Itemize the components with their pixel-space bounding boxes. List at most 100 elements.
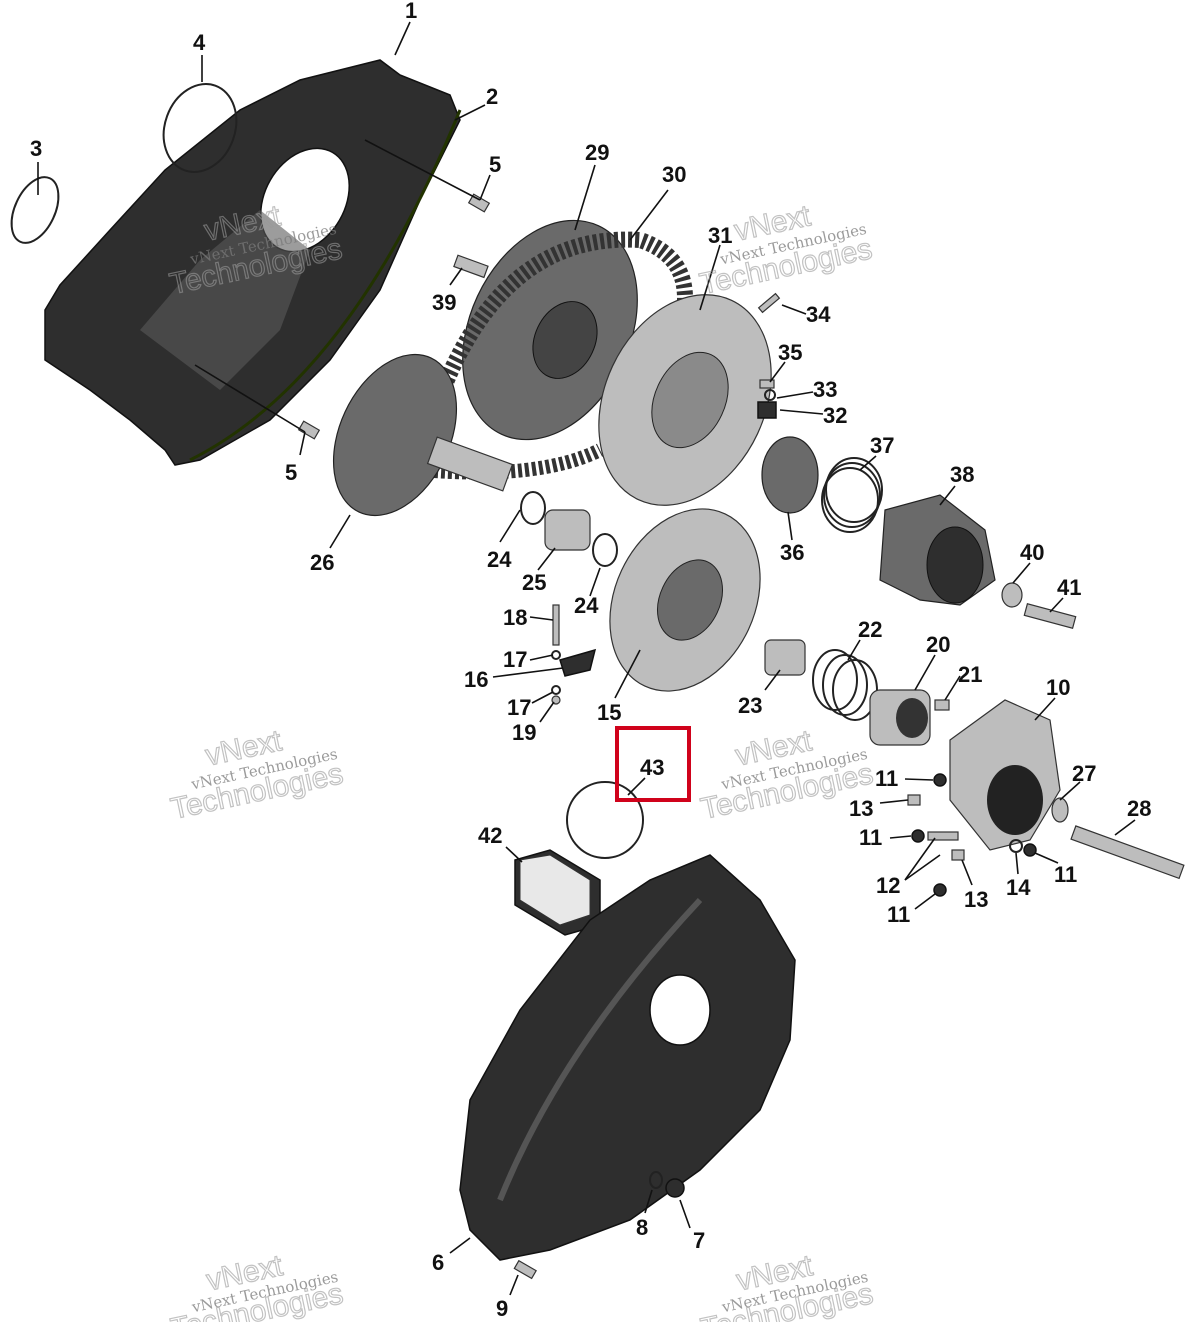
- callout-13-a: 13: [849, 796, 873, 821]
- callout-40: 40: [1020, 540, 1044, 565]
- callout-24-top: 24: [487, 547, 512, 572]
- ring-part-36: [761, 436, 819, 514]
- callout-21: 21: [958, 662, 982, 687]
- callout-8: 8: [636, 1215, 648, 1240]
- screw-part-5-bottom: [297, 420, 321, 440]
- callout-7: 7: [693, 1228, 705, 1253]
- callout-34: 34: [806, 302, 831, 327]
- screw-part-35: [759, 379, 775, 389]
- callout-38: 38: [950, 462, 974, 487]
- screw-part-21: [934, 699, 950, 711]
- watermark-bottom-right: vNext Technologies vNext Technologies: [697, 1249, 876, 1322]
- callout-11-c: 11: [887, 902, 910, 927]
- callout-29: 29: [585, 140, 609, 165]
- spacer-part-13-b: [951, 849, 965, 861]
- callout-14: 14: [1006, 875, 1031, 900]
- highlighted-callout-43[interactable]: 43: [615, 726, 691, 802]
- callout-17-top: 17: [503, 647, 527, 672]
- callout-24-bottom: 24: [574, 593, 599, 618]
- bolt-part-41: [1023, 602, 1077, 630]
- cap-part-11-b: [911, 829, 925, 843]
- callout-41: 41: [1057, 575, 1081, 600]
- bushing-part-25: [544, 509, 591, 551]
- callout-43: 43: [640, 755, 664, 780]
- spacer-part-13-a: [907, 794, 921, 806]
- callout-9: 9: [496, 1296, 508, 1321]
- callout-30: 30: [662, 162, 686, 187]
- callout-13-b: 13: [964, 887, 988, 912]
- callout-2: 2: [486, 84, 498, 109]
- callout-11-b: 11: [859, 825, 882, 850]
- callout-37: 37: [870, 433, 894, 458]
- pin-part-18: [552, 604, 560, 646]
- callout-28: 28: [1127, 796, 1151, 821]
- watermark-bottom-left: vNext Technologies vNext Technologies: [167, 1249, 346, 1322]
- watermark-mid-right: vNext Technologies vNext Technologies: [697, 724, 876, 827]
- leader-lines: [37, 21, 1136, 1296]
- washer-part-27: [1051, 797, 1069, 823]
- inner-cover-part-6: [459, 854, 796, 1261]
- drive-pulley-part-26: [332, 353, 514, 517]
- callout-27: 27: [1072, 761, 1096, 786]
- callout-12: 12: [876, 873, 900, 898]
- clamp-part-43: [566, 781, 644, 859]
- drive-belt-assembly: [412, 219, 693, 480]
- pin-part-12: [927, 831, 959, 841]
- callout-19: 19: [512, 720, 536, 745]
- o-ring-part-24-bottom: [592, 533, 618, 567]
- washer-part-17-bottom: [551, 685, 561, 695]
- callout-23: 23: [738, 693, 762, 718]
- callout-labels: 1 2 3 4 5 5 39 29 30 31 34 35 33 32 37 3…: [30, 0, 1151, 1321]
- callout-25: 25: [522, 570, 546, 595]
- sheave-part-31: [598, 294, 772, 506]
- callout-5-bottom: 5: [285, 460, 297, 485]
- pin-part-34: [757, 292, 781, 314]
- callout-18: 18: [503, 605, 527, 630]
- screw-part-5-top: [467, 193, 491, 213]
- spring-part-22: [812, 649, 878, 721]
- pin-part-39: [453, 254, 489, 279]
- spring-part-37: [821, 457, 883, 533]
- callout-17-bottom: 17: [507, 695, 531, 720]
- callout-10: 10: [1046, 675, 1070, 700]
- callout-3: 3: [30, 136, 42, 161]
- cam-part-20: [869, 689, 931, 746]
- callout-31: 31: [708, 223, 732, 248]
- callout-11-a: 11: [875, 766, 898, 791]
- bracket-part-10: [949, 699, 1061, 851]
- highlight-box: [615, 726, 691, 802]
- o-ring-part-24-top: [520, 491, 546, 525]
- callout-6: 6: [432, 1250, 444, 1275]
- cap-part-11-a: [933, 773, 947, 787]
- o-ring-part-3: [10, 176, 60, 244]
- callout-42: 42: [478, 823, 502, 848]
- callout-1: 1: [405, 0, 417, 23]
- roller-part-32: [757, 401, 777, 419]
- filter-part-42: [514, 849, 601, 936]
- callout-22: 22: [858, 617, 882, 642]
- plug-part-7: [665, 1178, 685, 1198]
- callout-4: 4: [193, 30, 206, 55]
- cap-part-11-c: [933, 883, 947, 897]
- outer-cover-part: [44, 59, 462, 466]
- callout-11-d: 11: [1054, 862, 1077, 887]
- cap-part-11-d: [1023, 843, 1037, 857]
- callout-39: 39: [432, 290, 456, 315]
- screw-part-9: [513, 1259, 537, 1280]
- washer-part-14: [1009, 839, 1023, 853]
- spider-hub-part-38: [879, 494, 996, 606]
- callout-35: 35: [778, 340, 802, 365]
- callout-26: 26: [310, 550, 334, 575]
- callout-16: 16: [464, 667, 488, 692]
- callout-32: 32: [823, 403, 847, 428]
- bushing-part-23: [764, 639, 806, 676]
- sheave-part-15: [609, 508, 761, 692]
- washer-part-17-top: [551, 650, 561, 660]
- o-ring-part-8: [649, 1171, 663, 1189]
- slider-part-16: [559, 648, 597, 677]
- callout-5-top: 5: [489, 152, 501, 177]
- callout-36: 36: [780, 540, 804, 565]
- o-ring-part-4: [162, 83, 238, 173]
- callout-20: 20: [926, 632, 950, 657]
